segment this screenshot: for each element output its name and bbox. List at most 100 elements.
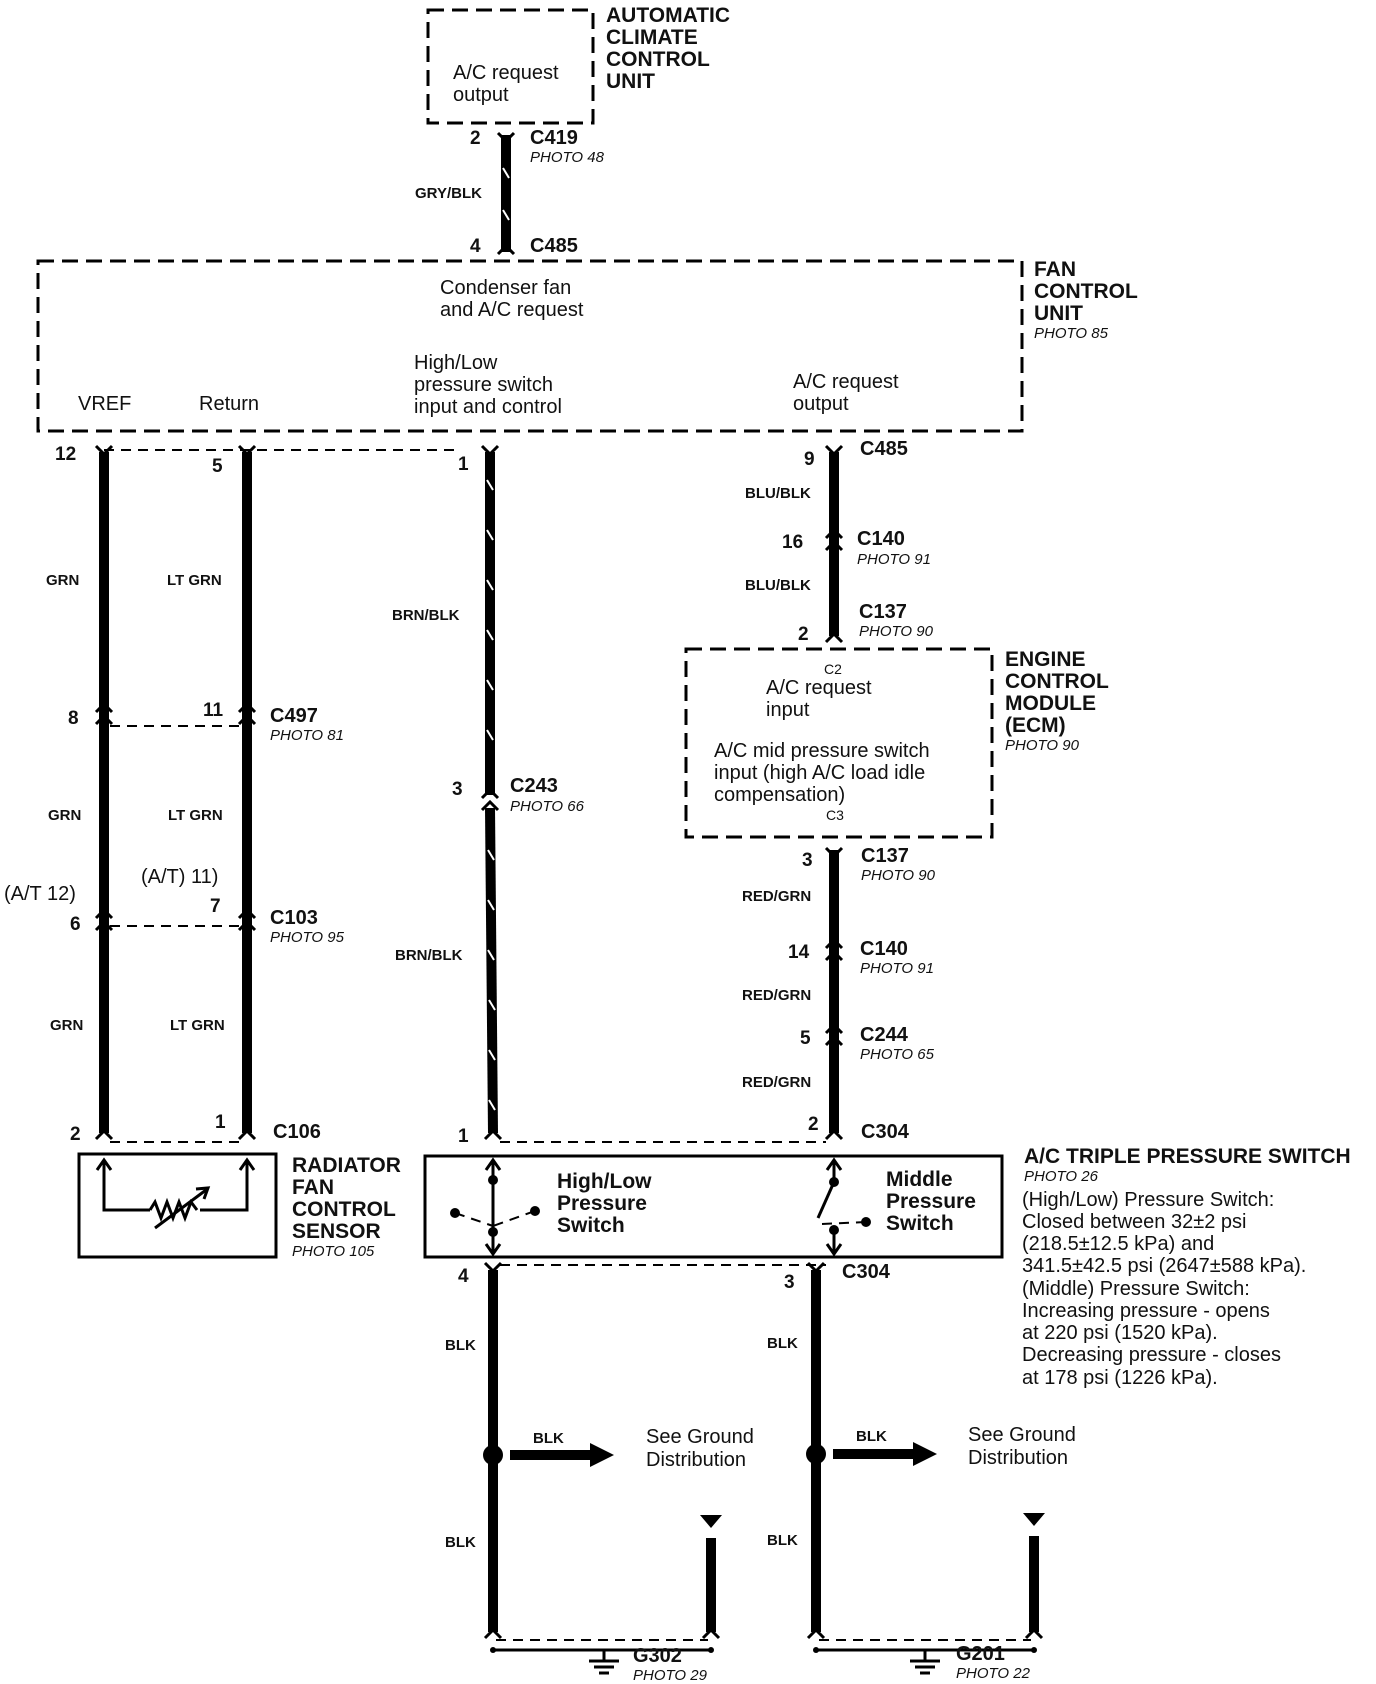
wire-blu-blk-label-1: BLU/BLK xyxy=(745,485,811,502)
wire-grn-label-2: GRN xyxy=(48,807,81,824)
wire-red-grn-label-3: RED/GRN xyxy=(742,1074,811,1091)
ground-dist-label-right: See Ground Distribution xyxy=(968,1424,1081,1469)
c137-lower-photo: PHOTO 90 xyxy=(861,867,936,884)
tps-photo: PHOTO 26 xyxy=(1024,1168,1099,1185)
wire-blk-label-2: BLK xyxy=(533,1430,564,1447)
blk-wire-g201 xyxy=(806,1261,1045,1675)
ground-arrow-right-icon xyxy=(1023,1513,1045,1526)
sensor-photo: PHOTO 105 xyxy=(292,1243,375,1260)
tps-box xyxy=(423,1154,1004,1259)
hl-switch-contact-icon xyxy=(488,1175,498,1185)
c106-pin-2: 2 xyxy=(70,1124,81,1145)
ecm-photo: PHOTO 90 xyxy=(1005,737,1080,754)
engine-control-module: C2 A/C request input A/C mid pressure sw… xyxy=(684,647,1114,839)
c419-photo: PHOTO 48 xyxy=(530,149,605,166)
climate-control-unit-title: AUTOMATIC CLIMATE CONTROL UNIT xyxy=(606,4,736,93)
c140-upper-pin: 16 xyxy=(782,532,803,553)
wire-blk-label-3: BLK xyxy=(445,1534,476,1551)
c485-top-label: C485 xyxy=(530,235,578,257)
c140-lower-label: C140 xyxy=(860,938,908,960)
c137-upper-photo: PHOTO 90 xyxy=(859,623,934,640)
wire-blk-label-5: BLK xyxy=(856,1428,887,1445)
ac-triple-pressure-switch: High/Low Pressure Switch Middle Pressure… xyxy=(423,1145,1351,1389)
c103-photo: PHOTO 95 xyxy=(270,929,345,946)
wire-red-grn-label-2: RED/GRN xyxy=(742,987,811,1004)
c485-pin-1: 1 xyxy=(458,454,469,475)
c485-pin-12: 12 xyxy=(55,444,76,465)
radiator-fan-control-sensor: RADIATOR FAN CONTROL SENSOR PHOTO 105 xyxy=(77,1152,407,1260)
return-wire xyxy=(237,444,257,1141)
c103-label: C103 xyxy=(270,907,318,929)
g302-photo: PHOTO 29 xyxy=(633,1667,708,1684)
ground-arrow-left-icon xyxy=(700,1515,722,1528)
ecm-c2: C2 xyxy=(824,661,842,677)
splice-point-right xyxy=(806,1444,826,1464)
wire-lt-grn-label-1: LT GRN xyxy=(167,572,222,589)
c497-pin-8: 8 xyxy=(68,708,79,729)
wire-blk-label-4: BLK xyxy=(767,1335,798,1352)
fan-control-unit-box xyxy=(36,259,1024,433)
fan-control-unit-photo: PHOTO 85 xyxy=(1034,325,1109,342)
wire-blk-label-1: BLK xyxy=(445,1337,476,1354)
c304-top-pin-1: 1 xyxy=(458,1126,469,1147)
c103-pin-6: 6 xyxy=(70,914,81,935)
c140-upper-label: C140 xyxy=(857,528,905,550)
c137-upper-pin: 2 xyxy=(798,624,809,645)
fcu-ac-request-output-label: A/C request output xyxy=(793,371,904,415)
c304-bottom-pin-3: 3 xyxy=(784,1272,795,1293)
wire-brn-blk-label-1: BRN/BLK xyxy=(392,607,460,624)
c244-label: C244 xyxy=(860,1024,909,1046)
c243-photo: PHOTO 66 xyxy=(510,798,585,815)
c304-bottom-pin-4: 4 xyxy=(458,1266,469,1287)
red-grn-wire xyxy=(824,846,844,1141)
hl-switch-label: High/Low Pressure Switch xyxy=(557,1170,657,1237)
wire-grn-label-1: GRN xyxy=(46,572,79,589)
c243-pin: 3 xyxy=(452,779,463,800)
thermistor-arrow-icon xyxy=(154,1188,207,1230)
splice-point-left xyxy=(483,1445,503,1465)
g201-photo: PHOTO 22 xyxy=(956,1665,1031,1682)
brn-blk-wire xyxy=(480,444,503,1141)
ground-dist-arrow-left-icon xyxy=(590,1443,614,1467)
climate-control-unit: AUTOMATIC CLIMATE CONTROL UNIT A/C reque… xyxy=(426,4,736,125)
ground-dist-arrow-right-icon xyxy=(913,1442,937,1466)
vref-label: VREF xyxy=(78,393,131,415)
ecm-c3: C3 xyxy=(826,807,844,823)
c103-pin-7: 7 xyxy=(210,896,221,917)
c419-pin: 2 xyxy=(470,128,481,149)
climate-ac-request-output-label: A/C request output xyxy=(453,62,564,106)
wire-brn-blk-label-2: BRN/BLK xyxy=(395,947,463,964)
sensor-arrow-right-icon xyxy=(238,1157,256,1171)
c497-label: C497 xyxy=(270,705,318,727)
fan-control-unit-title: FAN CONTROL UNIT xyxy=(1034,258,1143,325)
c243-label: C243 xyxy=(510,775,558,797)
c140-lower-photo: PHOTO 91 xyxy=(860,960,934,977)
ecm-mid-pressure-input-label: A/C mid pressure switch input (high A/C … xyxy=(714,740,935,806)
sensor-title: RADIATOR FAN CONTROL SENSOR xyxy=(292,1154,407,1243)
tps-title: A/C TRIPLE PRESSURE SWITCH xyxy=(1024,1145,1351,1168)
wire-red-grn-label-1: RED/GRN xyxy=(742,888,811,905)
c497-pin-11: 11 xyxy=(203,700,224,721)
mid-switch-label: Middle Pressure Switch xyxy=(886,1168,982,1235)
sensor-box xyxy=(77,1152,278,1259)
c244-pin: 5 xyxy=(800,1028,811,1049)
vref-wire xyxy=(94,444,114,1141)
c304-top-label: C304 xyxy=(861,1121,910,1143)
condenser-fan-label: Condenser fan and A/C request xyxy=(440,277,584,321)
return-label: Return xyxy=(199,393,259,415)
g302-label: G302 xyxy=(633,1645,682,1667)
wire-lt-grn-label-2: LT GRN xyxy=(168,807,223,824)
c485-pin-9: 9 xyxy=(804,449,815,470)
c244-photo: PHOTO 65 xyxy=(860,1046,935,1063)
c137-upper-label: C137 xyxy=(859,601,907,623)
wire-blu-blk-label-2: BLU/BLK xyxy=(745,577,811,594)
c106-pin-1: 1 xyxy=(215,1112,226,1133)
c485-bottom-label: C485 xyxy=(860,438,908,460)
climate-control-unit-box xyxy=(426,8,595,125)
blk-wire-g302 xyxy=(483,1261,722,1675)
wire-grn-label-3: GRN xyxy=(50,1017,83,1034)
ecm-title: ENGINE CONTROL MODULE (ECM) xyxy=(1005,648,1114,737)
c485-pin-5: 5 xyxy=(212,456,223,477)
wire-gry-blk-label: GRY/BLK xyxy=(415,185,482,202)
